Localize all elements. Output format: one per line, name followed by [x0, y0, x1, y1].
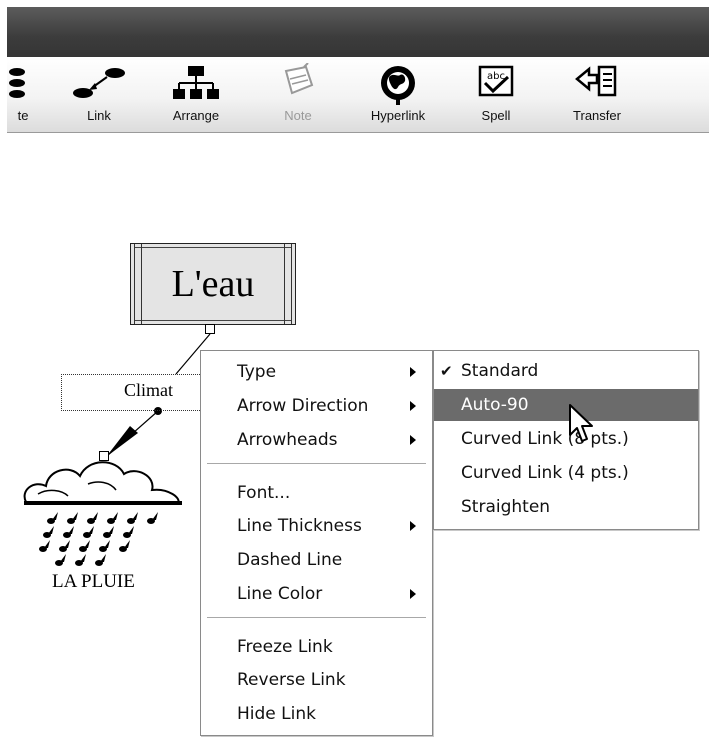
arrange-icon — [173, 66, 219, 99]
menu-item-label: Line Color — [237, 584, 323, 604]
toolbar-spell-button[interactable]: abc Spell — [468, 57, 524, 133]
menu-item-label: Line Thickness — [237, 516, 362, 536]
submenu-arrow-icon — [410, 367, 416, 377]
menu-item-freeze-link[interactable]: Freeze Link — [201, 633, 432, 661]
note-icon — [284, 63, 314, 95]
type-submenu: ✔ Standard Auto-90 Curved Link (8 pts.) … — [433, 350, 699, 530]
menu-item-label: Font... — [237, 483, 291, 503]
toolbar-topic-button[interactable]: te — [0, 57, 49, 133]
menu-item-label: Hide Link — [237, 704, 316, 724]
submenu-item-straighten[interactable]: Straighten — [434, 491, 698, 523]
menu-item-line-color[interactable]: Line Color — [201, 580, 432, 608]
toolbar-hyperlink-label: Hyperlink — [370, 108, 426, 123]
menu-item-type[interactable]: Type — [201, 358, 432, 386]
link-context-menu: Type Arrow Direction Arrowheads Font... … — [200, 350, 433, 736]
submenu-item-curved-8[interactable]: Curved Link (8 pts.) — [434, 423, 698, 455]
hyperlink-icon — [381, 66, 415, 105]
check-icon: ✔ — [440, 362, 453, 380]
arrowhead-icon — [106, 426, 138, 457]
submenu-arrow-icon — [410, 521, 416, 531]
link-label: Climat — [124, 380, 173, 400]
menu-item-label: Dashed Line — [237, 550, 343, 570]
symbol-label: LA PLUIE — [52, 571, 135, 592]
topic-border-right — [284, 244, 292, 324]
menu-item-label: Type — [237, 362, 277, 382]
menu-item-label: Reverse Link — [237, 670, 346, 690]
submenu-item-label: Auto-90 — [461, 395, 529, 415]
menu-separator — [207, 617, 426, 619]
menu-item-hide-link[interactable]: Hide Link — [201, 700, 432, 728]
spell-icon: abc — [478, 65, 514, 97]
toolbar-arrange-button[interactable]: Arrange — [156, 57, 236, 133]
rain-cloud-icon[interactable] — [18, 440, 188, 570]
submenu-arrow-icon — [410, 589, 416, 599]
toolbar-hyperlink-button[interactable]: Hyperlink — [353, 57, 443, 133]
submenu-item-standard[interactable]: ✔ Standard — [434, 355, 698, 387]
submenu-item-auto-90[interactable]: Auto-90 — [434, 389, 698, 421]
menu-item-label: Freeze Link — [237, 637, 333, 657]
submenu-arrow-icon — [410, 435, 416, 445]
topic-border-left — [134, 244, 142, 324]
submenu-arrow-icon — [410, 401, 416, 411]
link-start-handle[interactable] — [205, 324, 215, 334]
toolbar-link-button[interactable]: Link — [64, 57, 134, 133]
topic-leau-text: L'eau — [171, 263, 255, 305]
link-icon — [73, 68, 125, 98]
toolbar-arrange-label: Arrange — [172, 108, 220, 123]
link-endpoint-handle[interactable] — [154, 407, 162, 415]
toolbar-transfer-label: Transfer — [573, 108, 621, 123]
toolbar-transfer-button[interactable]: Transfer — [557, 57, 637, 133]
toolbar-note-button[interactable]: Note — [265, 57, 331, 133]
link-line-upper[interactable] — [175, 333, 211, 375]
menu-item-line-thickness[interactable]: Line Thickness — [201, 512, 432, 540]
submenu-item-label: Curved Link (8 pts.) — [461, 429, 629, 449]
link-end-handle[interactable] — [99, 451, 109, 461]
window-title-bar — [7, 7, 709, 57]
submenu-item-label: Straighten — [461, 497, 551, 517]
submenu-item-curved-4[interactable]: Curved Link (4 pts.) — [434, 457, 698, 489]
menu-item-label: Arrow Direction — [237, 396, 369, 416]
topic-leau[interactable]: L'eau — [130, 243, 296, 325]
menu-item-label: Arrowheads — [237, 430, 338, 450]
toolbar-topic-label: te — [17, 108, 29, 123]
menu-item-reverse-link[interactable]: Reverse Link — [201, 666, 432, 694]
menu-item-font[interactable]: Font... — [201, 479, 432, 507]
mouse-cursor-icon — [569, 404, 593, 442]
submenu-item-label: Curved Link (4 pts.) — [461, 463, 629, 483]
rain-drops — [39, 512, 158, 566]
menu-separator — [207, 463, 426, 465]
submenu-item-label: Standard — [461, 361, 539, 381]
spell-icon-text: abc — [487, 71, 505, 82]
menu-item-dashed-line[interactable]: Dashed Line — [201, 546, 432, 574]
toolbar-spell-label: Spell — [481, 108, 511, 123]
toolbar: te Link Arrange — [7, 57, 709, 133]
toolbar-link-label: Link — [87, 108, 111, 123]
transfer-icon — [575, 65, 617, 97]
toolbar-note-label: Note — [284, 108, 312, 123]
menu-item-arrow-direction[interactable]: Arrow Direction — [201, 392, 432, 420]
menu-item-arrowheads[interactable]: Arrowheads — [201, 426, 432, 454]
topic-partial-icon — [9, 68, 25, 98]
